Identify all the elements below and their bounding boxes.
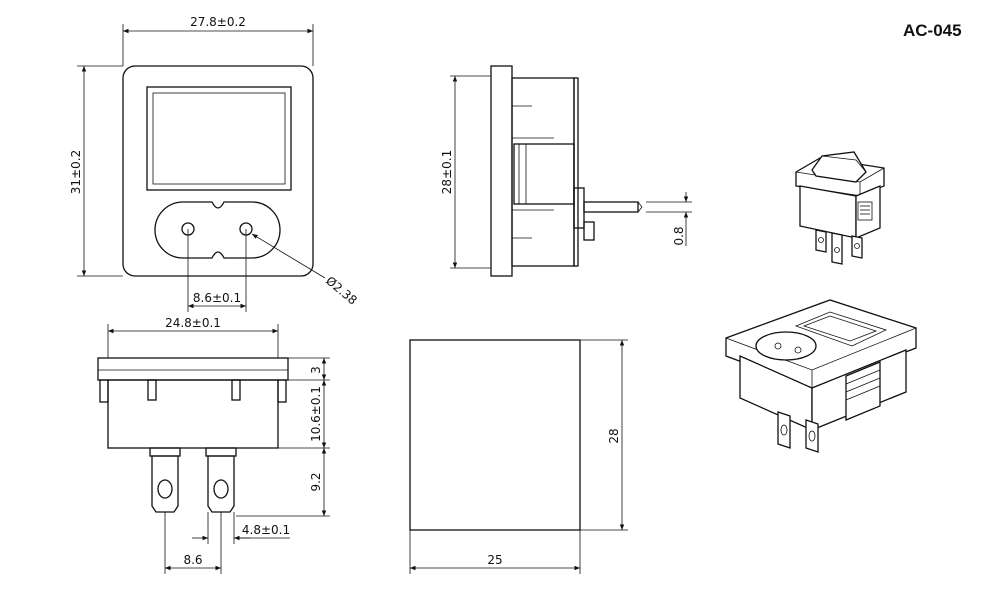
- terminal-width-label: 4.8±0.1: [242, 523, 290, 537]
- bottom-width-label: 24.8±0.1: [165, 316, 221, 330]
- side-height-label: 28±0.1: [440, 150, 454, 194]
- terminal-length-label: 9.2: [309, 472, 323, 491]
- pin-pitch-label: 8.6±0.1: [193, 291, 241, 305]
- front-height-label: 31±0.2: [69, 150, 83, 194]
- front-width-label: 27.8±0.2: [190, 15, 246, 29]
- pin-thickness-label: 0.8: [672, 226, 686, 245]
- side-view: 28±0.1 0.8: [440, 65, 692, 277]
- cutout-width-label: 25: [487, 553, 502, 567]
- hole-diameter-label: Ø2.38: [323, 274, 360, 308]
- part-number: AC-045: [903, 21, 962, 40]
- bottom-view: 24.8±0.1 3 10.6±0.1 9.2 4.8±0.1 8.6: [97, 316, 330, 574]
- terminal-pitch-label: 8.6: [183, 553, 202, 567]
- panel-cutout-view: 28 25: [409, 339, 628, 574]
- body-height-label: 10.6±0.1: [309, 386, 323, 442]
- cutout-height-label: 28: [607, 428, 621, 443]
- flange-label: 3: [309, 366, 323, 374]
- front-view: 27.8±0.2 31±0.2 8.6±0.1 Ø2.38: [69, 15, 360, 312]
- socket-render-image: [725, 299, 917, 453]
- switch-render-image: [795, 151, 885, 265]
